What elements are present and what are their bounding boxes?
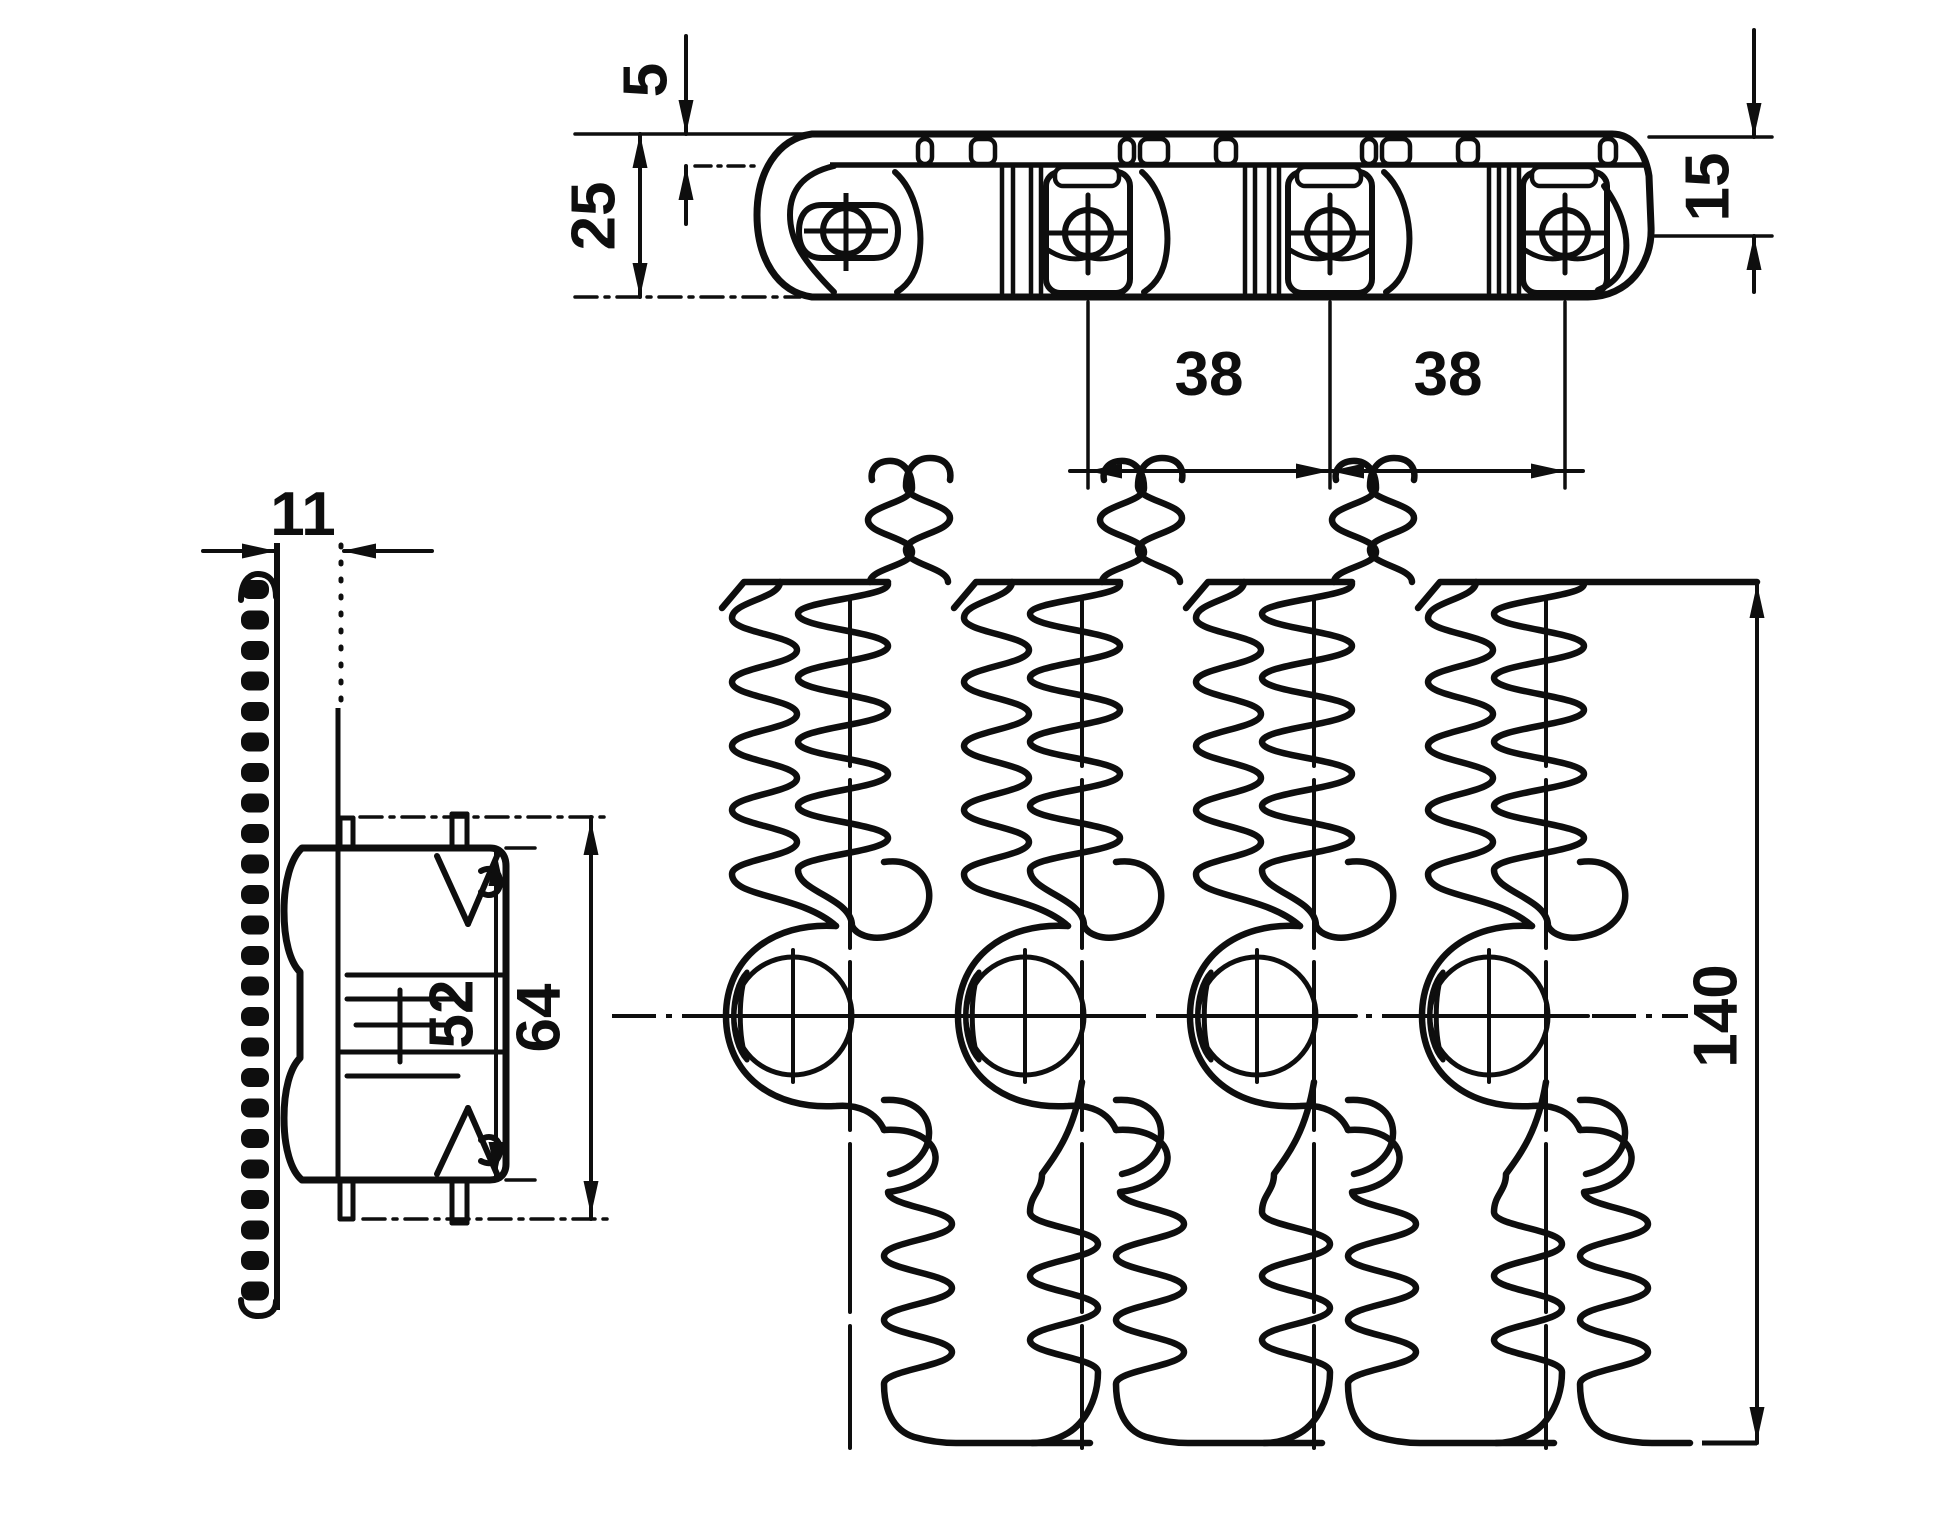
serrated-plate-edge	[241, 580, 269, 1301]
dimensions: 5 25 15 38 38 11 52 64 140	[201, 28, 1774, 1445]
dim-label-38a: 38	[1175, 340, 1244, 409]
chain-outline	[753, 130, 1655, 301]
dim-label-140: 140	[1681, 964, 1750, 1067]
dim-label-11: 11	[270, 480, 336, 549]
hinge-body-outline	[280, 844, 510, 1184]
top-view-side-elevation	[753, 130, 1655, 301]
slot-capsule	[795, 202, 902, 261]
plan-view-belt-top	[612, 454, 1761, 1450]
dim-label-5: 5	[611, 63, 680, 97]
dim-label-38b: 38	[1414, 340, 1483, 409]
dim-label-52: 52	[417, 980, 486, 1049]
dim-label-15: 15	[1673, 153, 1742, 222]
end-view	[238, 542, 510, 1320]
dim-label-64: 64	[504, 983, 573, 1052]
dim-label-25: 25	[559, 182, 628, 251]
roller-in-slot	[804, 193, 888, 271]
